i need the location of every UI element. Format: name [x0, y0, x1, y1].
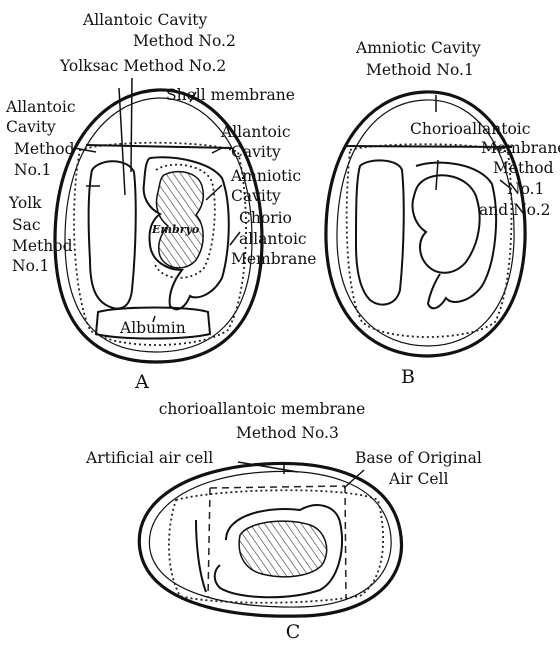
egg-b-allantois: [416, 163, 496, 309]
figure-letter-a: A: [134, 371, 149, 393]
leader-yolksac-m2: [131, 78, 132, 172]
figure-letter-c: C: [286, 621, 301, 643]
label-yolk-sac-a: Yolk: [8, 194, 42, 212]
egg-b-yolk-sac: [356, 160, 404, 304]
label-amniotic-cavity-b: Cavity: [231, 187, 281, 205]
label-chorio-b-a: Chorioallantoic: [410, 120, 530, 138]
leader-amniotic: [206, 185, 222, 200]
label-amniotic-method1-b: Methoid No.1: [366, 61, 474, 79]
label-yolksac-method2: Yolksac Method No.2: [59, 57, 226, 75]
label-allantoic-cavity-a: Allantoic: [220, 123, 291, 141]
label-chorio-a: Chorio: [239, 209, 292, 227]
egg-b-cam-dotted: [347, 144, 512, 337]
leader-chorio-b: [436, 160, 438, 190]
label-albumin: Albumin: [119, 319, 186, 337]
label-method-b-b: No.1: [507, 180, 544, 198]
label-chorio-c: Membrane: [231, 250, 316, 268]
embryo-a: [156, 172, 203, 268]
label-allantoic-method1-d: No.1: [14, 161, 51, 179]
label-yolk-sac-d: No.1: [12, 257, 49, 275]
egg-a-yolk-sac: [89, 161, 136, 308]
label-allantoic-method1-c: Method: [14, 140, 75, 158]
label-base-original-b: Air Cell: [388, 470, 448, 488]
panel-a: Embryo Allantoic Cavity Method No.2 Yolk…: [5, 11, 316, 393]
label-allantoic-cavity-b: Cavity: [231, 143, 281, 161]
label-allantoic-cavity-method2-b: Method No.2: [133, 32, 236, 50]
panel-c: chorioallantoic membrane Method No.3 Art…: [85, 400, 482, 643]
label-amniotic-cavity-a: Amniotic: [230, 167, 301, 185]
label-method-b-a: Method: [493, 159, 554, 177]
label-yolk-sac-b: Sac: [12, 216, 41, 234]
embryo-b: [413, 175, 480, 273]
leader-allantoic-m2: [119, 88, 125, 195]
leader-allantoic-cavity: [212, 148, 222, 153]
label-cam-method3-b: Method No.3: [236, 424, 339, 442]
label-amniotic-method1-a: Amniotic Cavity: [355, 39, 481, 57]
label-allantoic-method1-a: Allantoic: [5, 98, 76, 116]
label-yolk-sac-c: Method: [12, 237, 73, 255]
label-chorio-b-b: Membrane: [481, 139, 560, 157]
embryo-c: [239, 521, 327, 577]
label-shell-membrane: Shell membrane: [166, 86, 295, 104]
label-base-original-a: Base of Original: [355, 449, 482, 467]
label-cam-method3-a: chorioallantoic membrane: [159, 400, 366, 418]
label-artificial-air-cell: Artificial air cell: [85, 449, 213, 467]
label-chorio-b: allantoic: [239, 230, 307, 248]
label-allantoic-cavity-method2: Allantoic Cavity: [82, 11, 208, 29]
egg-c-yolk: [196, 520, 206, 592]
label-allantoic-method1-b: Cavity: [6, 118, 56, 136]
label-method-b-c: and No.2: [479, 201, 550, 219]
panel-b: Amniotic Cavity Methoid No.1 Chorioallan…: [326, 39, 560, 388]
figure-letter-b: B: [401, 366, 415, 388]
embryo-label: Embryo: [151, 223, 199, 236]
